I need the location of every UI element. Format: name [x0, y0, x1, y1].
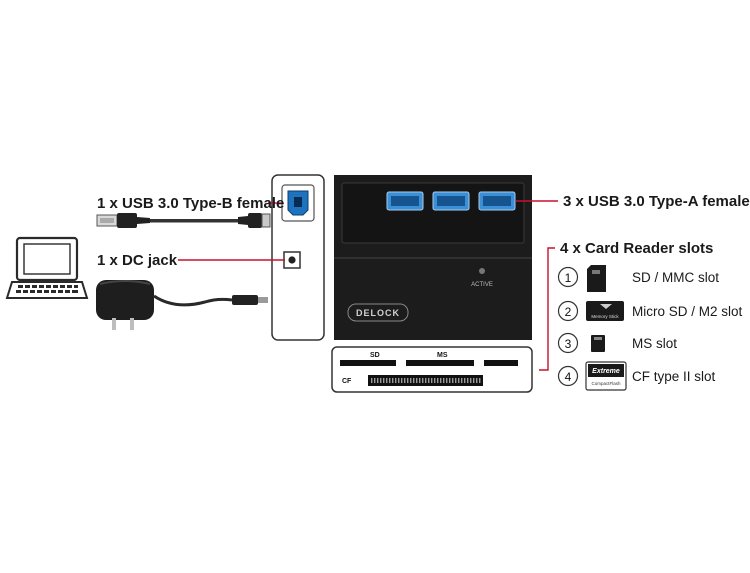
- sd-slot-label: SD: [370, 352, 380, 359]
- cf-pin: [461, 378, 463, 383]
- cf-pin: [371, 378, 373, 383]
- cf-pin: [422, 378, 424, 383]
- slot-number: 2: [565, 305, 572, 319]
- active-label: ACTIVE: [471, 282, 493, 288]
- sd-card-icon: [587, 265, 606, 292]
- micro-sd-card-icon: Memory Stick: [586, 301, 624, 321]
- usb-type-a-port-icon: [386, 191, 424, 211]
- cf-pin: [470, 378, 472, 383]
- cf-pin: [479, 378, 481, 383]
- usb-cable-icon: [96, 213, 271, 228]
- slot-item: 3 MS slot: [557, 332, 677, 354]
- cf-slot: [368, 375, 483, 386]
- cf-pin: [443, 378, 445, 383]
- brand-logo: DELOCK: [347, 303, 409, 322]
- cf-pin: [404, 378, 406, 383]
- cf-pin: [395, 378, 397, 383]
- cf-pin: [386, 378, 388, 383]
- rear-panel: [271, 174, 325, 341]
- cf-pin: [389, 378, 391, 383]
- cf-pin: [464, 378, 466, 383]
- micro-sd-slot: [484, 360, 518, 366]
- cf-pin: [416, 378, 418, 383]
- cf-pin: [380, 378, 382, 383]
- usb-b-label: 1 x USB 3.0 Type-B female: [97, 195, 284, 212]
- slot-number: 4: [565, 370, 572, 384]
- cf-pin: [425, 378, 427, 383]
- slot-item: 1 SD / MMC slot: [557, 265, 719, 292]
- ms-slot-label: MS: [437, 352, 448, 359]
- slot-item: 4 Extreme CompactFlash CF type II slot: [557, 361, 716, 391]
- cf-pin: [476, 378, 478, 383]
- activity-led-icon: [479, 268, 485, 274]
- cf-card-icon: Extreme CompactFlash: [585, 361, 627, 391]
- power-adapter-icon: [96, 280, 268, 330]
- cf-pin: [392, 378, 394, 383]
- cf-pin: [377, 378, 379, 383]
- cf-pin: [446, 378, 448, 383]
- cf-pin: [452, 378, 454, 383]
- cf-pin: [401, 378, 403, 383]
- slot-label: SD / MMC slot: [632, 270, 719, 285]
- cf-pin: [383, 378, 385, 383]
- usb-type-a-port-icon: [478, 191, 516, 211]
- slot-label: MS slot: [632, 336, 677, 351]
- brand-logo-text: DELOCK: [356, 308, 400, 318]
- cf-pin: [431, 378, 433, 383]
- slot-item: 2 Memory Stick Micro SD / M2 slot: [557, 300, 743, 322]
- cf-pin: [437, 378, 439, 383]
- cf-pin: [410, 378, 412, 383]
- cf-pin: [407, 378, 409, 383]
- cf-pin: [419, 378, 421, 383]
- card-slot-panel: SD MS CF: [331, 346, 533, 393]
- cf-card-text-2: CompactFlash: [591, 381, 621, 386]
- usb-type-b-port-icon: [287, 190, 309, 216]
- cf-pin: [467, 378, 469, 383]
- laptop-icon: [5, 236, 89, 299]
- slot-label: CF type II slot: [632, 369, 716, 384]
- slot-label: Micro SD / M2 slot: [632, 304, 743, 319]
- usb-type-a-port-icon: [432, 191, 470, 211]
- card-reader-label: 4 x Card Reader slots: [560, 240, 713, 257]
- cf-pin: [473, 378, 475, 383]
- slot-list: 1 SD / MMC slot 2 Memory Stick Micro SD …: [557, 265, 743, 391]
- usb-a-label: 3 x USB 3.0 Type-A female: [563, 193, 750, 210]
- dc-jack-label: 1 x DC jack: [97, 252, 178, 269]
- slot-number: 3: [565, 337, 572, 351]
- cf-pin: [428, 378, 430, 383]
- ms-slot: [406, 360, 474, 366]
- cf-slot-label: CF: [342, 378, 352, 385]
- cf-card-text-1: Extreme: [592, 368, 620, 375]
- cf-pin: [413, 378, 415, 383]
- leader-card-reader: [539, 247, 555, 371]
- cf-pin: [458, 378, 460, 383]
- front-panel: ACTIVE DELOCK: [334, 175, 532, 340]
- m2-card-text: Memory Stick: [591, 314, 619, 319]
- cf-pin: [374, 378, 376, 383]
- cf-pin: [398, 378, 400, 383]
- sd-slot: [340, 360, 396, 366]
- slot-number: 1: [565, 271, 572, 285]
- dc-jack-port-icon: [283, 251, 301, 269]
- cf-pin: [449, 378, 451, 383]
- memory-stick-icon: [591, 335, 605, 352]
- cf-pin: [455, 378, 457, 383]
- cf-pin: [440, 378, 442, 383]
- cf-pin: [434, 378, 436, 383]
